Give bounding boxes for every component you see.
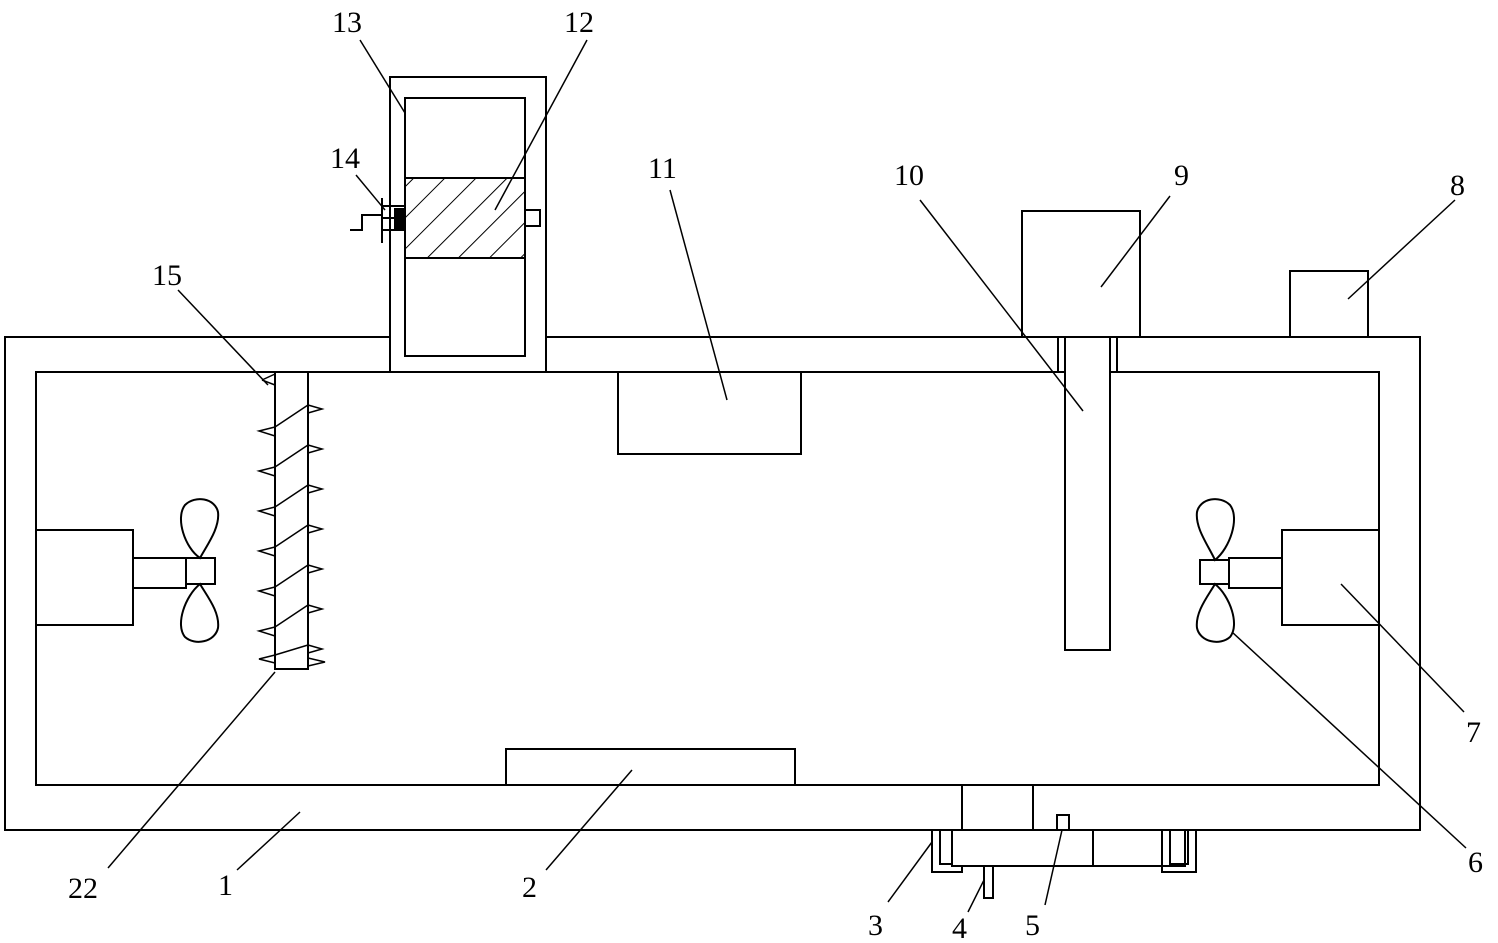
callout-labels: 1 2 3 4 5 6 7 8 9 10 11 12 13 14 15 22	[68, 6, 1483, 943]
feed-tower	[350, 76, 547, 373]
spiral-column	[256, 371, 326, 670]
leader-lines	[107, 39, 1467, 913]
label-2: 2	[522, 871, 537, 904]
bottom-plate	[505, 748, 796, 786]
label-7: 7	[1466, 716, 1481, 749]
label-13: 13	[332, 6, 362, 39]
left-fan	[35, 498, 220, 643]
shaft	[1057, 336, 1118, 651]
label-4: 4	[952, 912, 967, 943]
label-10: 10	[894, 159, 924, 192]
label-11: 11	[648, 152, 677, 185]
motor	[1021, 210, 1141, 338]
right-fan	[1195, 498, 1380, 643]
label-5: 5	[1025, 909, 1040, 942]
top-right-box	[1289, 270, 1369, 338]
bottom-assembly	[931, 784, 1197, 899]
label-6: 6	[1468, 846, 1483, 879]
label-15: 15	[152, 259, 182, 292]
label-14: 14	[330, 142, 360, 175]
label-1: 1	[218, 869, 233, 902]
hatched-block	[405, 178, 525, 258]
label-9: 9	[1174, 159, 1189, 192]
valve-handle	[350, 198, 405, 243]
top-block	[617, 371, 802, 455]
label-12: 12	[564, 6, 594, 39]
label-3: 3	[868, 909, 883, 942]
label-22: 22	[68, 872, 98, 905]
label-8: 8	[1450, 169, 1465, 202]
